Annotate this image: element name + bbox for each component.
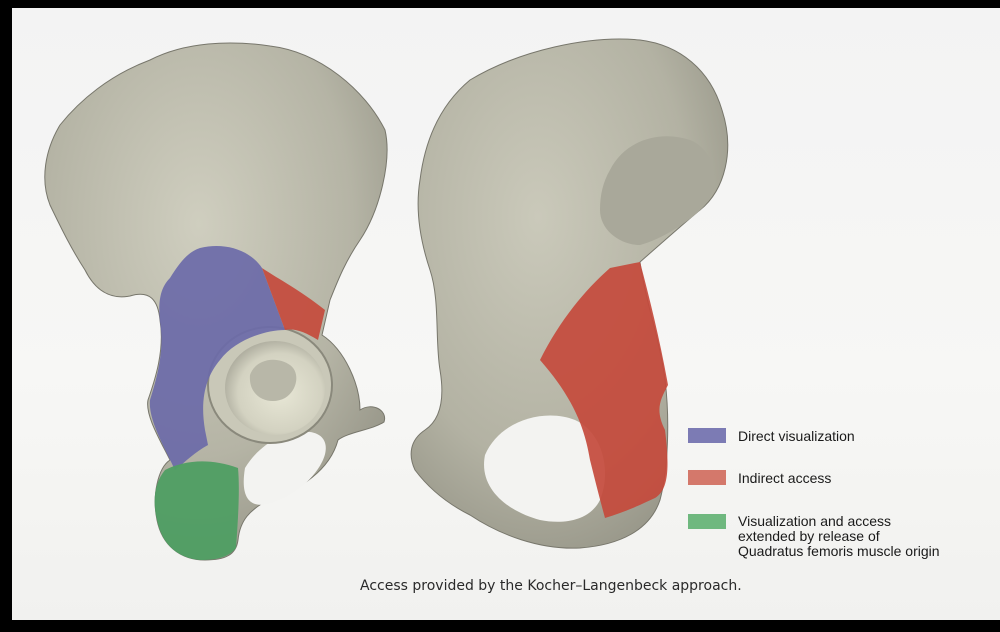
- legend-swatch-direct: [688, 428, 726, 443]
- legend-item-extended-access: Visualization and access extended by rel…: [688, 512, 1000, 572]
- right-hemipelvis: [411, 39, 728, 548]
- figure-caption: Access provided by the Kocher–Langenbeck…: [0, 578, 1000, 594]
- legend-swatch-extended: [688, 514, 726, 529]
- legend-item-direct-visualization: Direct visualization: [688, 426, 1000, 470]
- legend: Direct visualization Indirect access Vis…: [688, 426, 1000, 572]
- legend-label-extended: Visualization and access extended by rel…: [738, 514, 940, 559]
- legend-item-indirect-access: Indirect access: [688, 470, 1000, 512]
- left-hemipelvis: [45, 43, 387, 560]
- legend-swatch-indirect: [688, 470, 726, 485]
- legend-label-indirect: Indirect access: [738, 471, 831, 486]
- legend-label-direct: Direct visualization: [738, 429, 855, 444]
- left-region-extended-access: [155, 461, 239, 560]
